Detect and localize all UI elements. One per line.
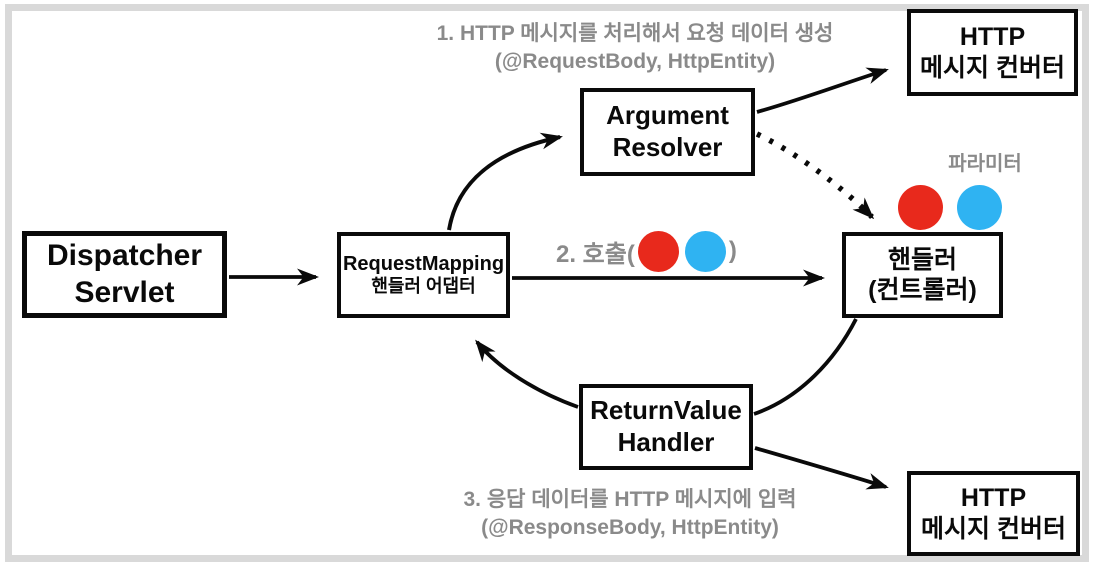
argument-resolver-label-line2: Resolver: [612, 132, 723, 162]
step2-call-annotation: 2. 호출( ): [556, 228, 737, 274]
http-message-converter-top-box: HTTP 메시지 컨버터: [907, 9, 1078, 96]
http-converter-bottom-label-line1: HTTP: [960, 484, 1027, 512]
parameter-dots-group: [898, 185, 1002, 231]
step3-annotation-line2: (@ResponseBody, HttpEntity): [481, 516, 779, 540]
red-parameter-dot-inline: [637, 230, 679, 272]
step1-annotation: 1. HTTP 메시지를 처리해서 요청 데이터 생성 (@RequestBod…: [400, 20, 870, 77]
http-message-converter-bottom-box: HTTP 메시지 컨버터: [907, 471, 1080, 556]
handler-controller-label-line1: 핸들러: [887, 245, 957, 274]
return-value-handler-label-line1: ReturnValue: [590, 395, 742, 426]
return-value-handler-box: ReturnValue Handler: [579, 384, 753, 470]
http-converter-bottom-label-line2: 메시지 컨버터: [921, 514, 1066, 543]
arrow-argument-resolver-to-http-converter-top: [756, 67, 889, 114]
step2-call-suffix: ): [728, 237, 737, 264]
line-handler-to-return-value-handler: [753, 318, 858, 416]
request-mapping-adapter-box: RequestMapping 핸들러 어댑터: [337, 232, 510, 318]
step1-annotation-line1: 1. HTTP 메시지를 처리해서 요청 데이터 생성: [436, 22, 834, 45]
http-converter-top-label-line2: 메시지 컨버터: [920, 53, 1065, 82]
request-mapping-adapter-label-line2: 핸들러 어댑터: [371, 276, 476, 297]
http-converter-top-label-line1: HTTP: [959, 23, 1026, 51]
blue-parameter-dot: [957, 185, 1002, 230]
arrow-adapter-to-argument-resolver: [447, 132, 563, 231]
return-value-handler-label-line2: Handler: [617, 427, 715, 457]
arrow-return-value-handler-to-adapter: [475, 339, 579, 409]
step2-call-prefix: 2. 호출(: [556, 240, 635, 268]
parameter-label: 파라미터: [948, 153, 1022, 175]
step1-annotation-line2: (@RequestBody, HttpEntity): [494, 50, 776, 74]
arrow-return-value-handler-to-http-converter-bottom: [754, 446, 889, 490]
step3-annotation-line1: 3. 응답 데이터를 HTTP 메시지에 입력: [463, 488, 797, 511]
blue-parameter-dot-inline: [684, 230, 726, 272]
argument-resolver-label-line1: Argument: [606, 100, 729, 131]
step3-annotation: 3. 응답 데이터를 HTTP 메시지에 입력 (@ResponseBody, …: [400, 486, 860, 543]
dispatcher-servlet-box: Dispatcher Servlet: [22, 231, 227, 318]
handler-controller-box: 핸들러 (컨트롤러): [842, 232, 1003, 318]
argument-resolver-box: Argument Resolver: [580, 88, 755, 176]
dashed-arrow-argument-resolver-to-handler: [755, 131, 875, 220]
dispatcher-servlet-label-line2: Servlet: [74, 275, 175, 309]
red-parameter-dot: [898, 185, 943, 230]
request-mapping-adapter-label-line1: RequestMapping: [342, 252, 505, 275]
dispatcher-servlet-label-line1: Dispatcher: [46, 238, 203, 272]
handler-controller-label-line2: (컨트롤러): [868, 276, 977, 304]
